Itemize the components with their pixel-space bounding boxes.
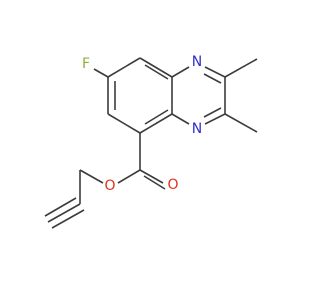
bond <box>107 113 141 134</box>
bond <box>79 169 104 184</box>
bond <box>224 113 258 133</box>
bond <box>204 66 226 78</box>
bond <box>51 209 85 229</box>
bond <box>139 113 173 134</box>
bond <box>44 197 77 217</box>
bond <box>203 107 222 118</box>
atom-labels: F N N O O <box>82 54 202 194</box>
bond <box>143 175 166 190</box>
bond <box>139 169 164 184</box>
bond <box>144 109 169 125</box>
bond <box>204 113 226 125</box>
bond <box>117 169 141 184</box>
atom-oxygen-carbonyl: O <box>167 177 178 193</box>
bond <box>171 113 190 125</box>
bond <box>139 57 173 78</box>
bond-lines <box>44 57 258 229</box>
bond <box>107 57 141 78</box>
bond <box>144 64 169 80</box>
molecule-structure: F N N O O <box>44 54 258 229</box>
atom-nitrogen-bottom: N <box>192 121 202 137</box>
bond <box>171 66 190 78</box>
atom-oxygen-ester: O <box>104 178 115 194</box>
bond <box>47 203 81 223</box>
atom-nitrogen-top: N <box>192 54 202 70</box>
atom-fluorine: F <box>82 56 90 72</box>
bond <box>203 73 222 84</box>
bond <box>93 68 109 78</box>
bond <box>224 58 258 78</box>
